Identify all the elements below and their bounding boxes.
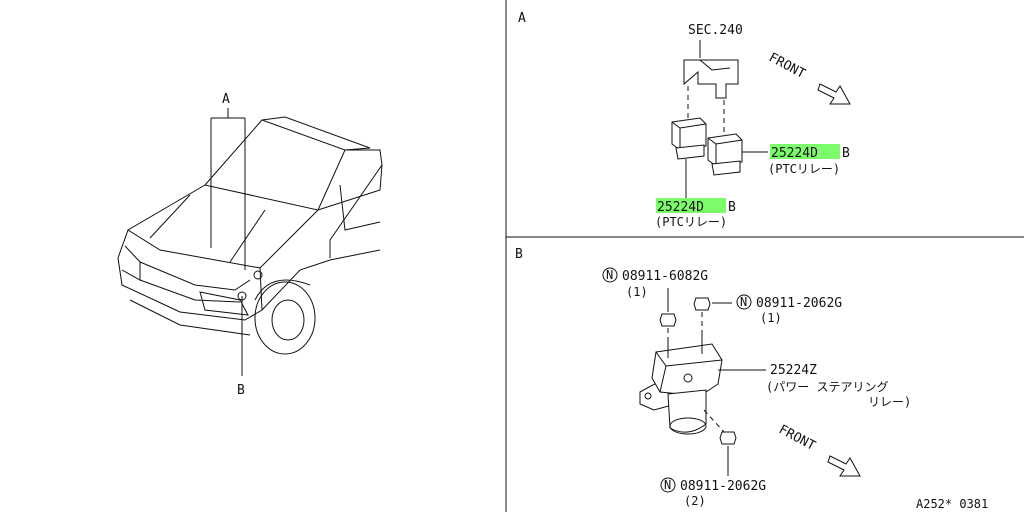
headlight-right bbox=[199, 291, 249, 316]
headlight-left bbox=[121, 245, 141, 281]
panel-a: A SEC.240 25224D B (PTCリレー) 25224D bbox=[518, 11, 851, 229]
door-top bbox=[317, 164, 383, 211]
hood bbox=[127, 184, 319, 269]
front-label-b: FRONT bbox=[776, 422, 818, 454]
part-suffix-bottom: B bbox=[728, 200, 736, 215]
n-marker-3 bbox=[660, 477, 676, 493]
relay-location-b bbox=[237, 291, 247, 301]
grille-bottom bbox=[139, 279, 241, 303]
hood-crease-right bbox=[229, 209, 266, 263]
n-marker-2-text: N bbox=[740, 295, 747, 309]
relay-location-a bbox=[253, 270, 263, 280]
part-number-08911-2062g-b: 08911-2062G bbox=[680, 479, 766, 494]
n-marker-2 bbox=[736, 294, 752, 310]
front-label-a: FRONT bbox=[766, 50, 808, 82]
n-marker-1-text: N bbox=[606, 268, 613, 282]
a-pillar bbox=[329, 149, 383, 241]
power-steering-relay bbox=[639, 334, 723, 435]
qty-08911-6082g: (1) bbox=[626, 285, 648, 299]
panel-b: B N 08911-6082G (1) N 08911-2062G (1) bbox=[515, 247, 911, 508]
part-desc-bottom: (PTCリレー) bbox=[655, 215, 727, 229]
part-number-08911-2062g-a: 08911-2062G bbox=[756, 296, 842, 311]
panel-b-label: B bbox=[515, 247, 523, 262]
n-marker-3-text: N bbox=[664, 478, 671, 492]
ptc-relay-1 bbox=[671, 117, 707, 198]
side-body bbox=[261, 249, 381, 311]
windshield bbox=[204, 119, 346, 211]
n-marker-1 bbox=[602, 267, 618, 283]
part-desc-relay-1: (パワー ステアリング bbox=[766, 380, 888, 394]
part-desc-relay-2: リレー) bbox=[868, 395, 911, 409]
dash-nut-3 bbox=[703, 409, 725, 433]
nut-1 bbox=[659, 313, 677, 327]
grille-top bbox=[139, 261, 251, 291]
overview-label-b: B bbox=[237, 383, 245, 398]
drawing-id: A252* 0381 bbox=[916, 497, 988, 511]
qty-08911-2062g-a: (1) bbox=[760, 311, 782, 325]
front-arrow-b bbox=[827, 455, 861, 477]
side-window bbox=[339, 184, 381, 231]
wheel-arch bbox=[254, 279, 311, 301]
bumper-lower bbox=[129, 299, 251, 336]
car-overview: A B bbox=[117, 92, 383, 398]
front-wheel-hub bbox=[271, 299, 305, 341]
highlight-25224d-bottom bbox=[656, 198, 726, 213]
front-arrow-a bbox=[817, 83, 851, 105]
ptc-relay-2 bbox=[707, 133, 768, 176]
qty-08911-2062g-b: (2) bbox=[684, 494, 706, 508]
panel-a-label: A bbox=[518, 11, 526, 26]
highlight-25224d-right bbox=[770, 144, 840, 159]
overview-label-a: A bbox=[222, 92, 230, 107]
roof-front bbox=[261, 116, 371, 151]
front-wheel bbox=[254, 281, 316, 355]
mounting-bracket bbox=[683, 59, 739, 99]
part-desc-right: (PTCリレー) bbox=[768, 162, 840, 176]
part-number-25224d-right: 25224D bbox=[771, 146, 818, 161]
nut-3 bbox=[719, 431, 737, 445]
part-number-08911-6082g: 08911-6082G bbox=[622, 269, 708, 284]
part-number-25224d-bottom: 25224D bbox=[657, 200, 704, 215]
nut-2 bbox=[693, 297, 711, 311]
bracket-detail bbox=[699, 59, 731, 71]
part-number-25224z: 25224Z bbox=[770, 363, 817, 378]
hood-crease-left bbox=[149, 194, 191, 239]
part-suffix-right: B bbox=[842, 146, 850, 161]
section-ref: SEC.240 bbox=[688, 23, 743, 38]
